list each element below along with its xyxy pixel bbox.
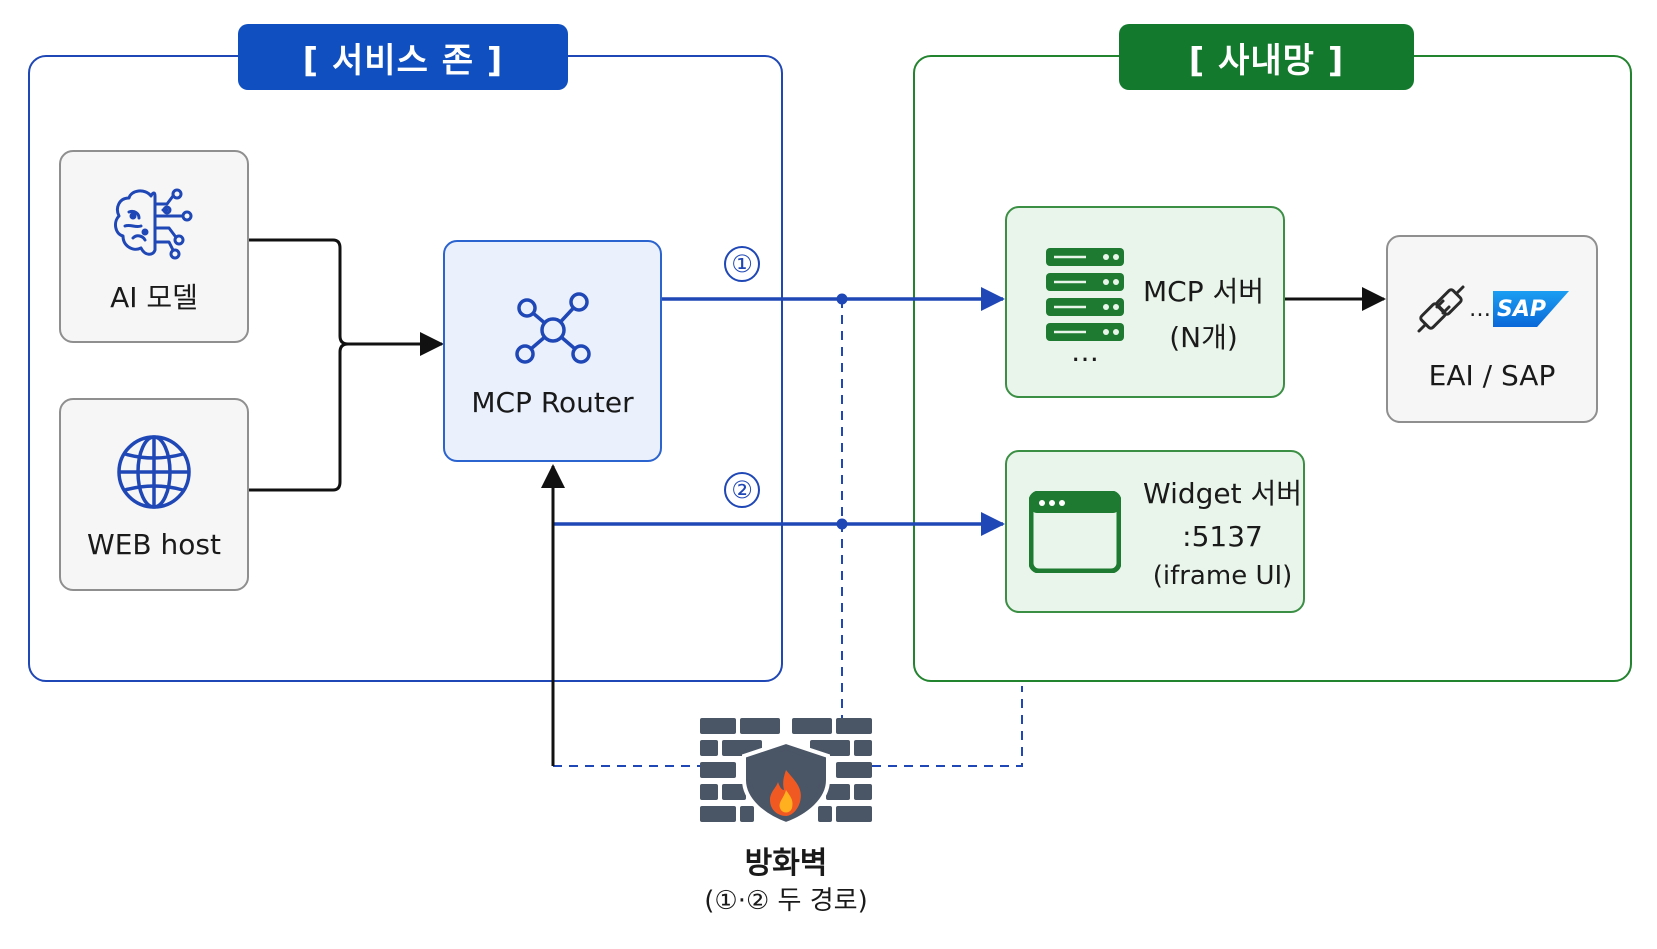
browser-window-icon xyxy=(1029,490,1121,573)
plug-connector-icon xyxy=(1417,285,1465,333)
service-zone-title: [ 서비스 존 ] xyxy=(238,24,568,90)
brain-circuit-icon xyxy=(114,188,193,260)
eai-ellipsis: … xyxy=(1469,296,1491,322)
web-host-node[interactable]: WEB host xyxy=(59,398,249,591)
firewall-icon xyxy=(700,718,872,824)
mcp-router-label: MCP Router xyxy=(471,386,634,419)
widget-server-type: (iframe UI) xyxy=(1152,561,1293,591)
widget-server-port: :5137 xyxy=(1182,520,1263,553)
ai-model-node[interactable]: AI 모델 xyxy=(59,150,249,343)
eai-sap-label: EAI / SAP xyxy=(1428,359,1556,392)
ai-to-router-line xyxy=(249,238,444,356)
widget-server-label: Widget 서버 xyxy=(1143,477,1303,510)
path1-badge: ① xyxy=(724,246,760,282)
sap-logo: SAP xyxy=(1493,291,1569,327)
server-stack-icon xyxy=(1046,248,1124,341)
mcp-server-label: MCP 서버 xyxy=(1143,275,1265,308)
mcp-router-node[interactable]: MCP Router xyxy=(443,240,662,462)
web-host-label: WEB host xyxy=(87,528,221,561)
widget-server-node[interactable]: Widget 서버 :5137 (iframe UI) xyxy=(1005,450,1305,613)
firewall-title: 방화벽 xyxy=(744,846,828,881)
mcp-server-node[interactable]: … MCP 서버 (N개) xyxy=(1005,206,1285,398)
network-hub-icon xyxy=(514,292,591,364)
eai-sap-node[interactable]: … SAP EAI / SAP xyxy=(1386,235,1598,423)
mcp-server-count: (N개) xyxy=(1169,321,1238,354)
globe-icon xyxy=(117,435,191,509)
web-to-router-line xyxy=(249,342,349,492)
path2-badge: ② xyxy=(724,472,760,508)
firewall-subtitle: (①·② 두 경로) xyxy=(704,886,868,916)
ai-model-label: AI 모델 xyxy=(110,281,198,314)
mcp-server-ellipsis: … xyxy=(1071,335,1099,368)
internal-network-title: [ 사내망 ] xyxy=(1119,24,1414,90)
